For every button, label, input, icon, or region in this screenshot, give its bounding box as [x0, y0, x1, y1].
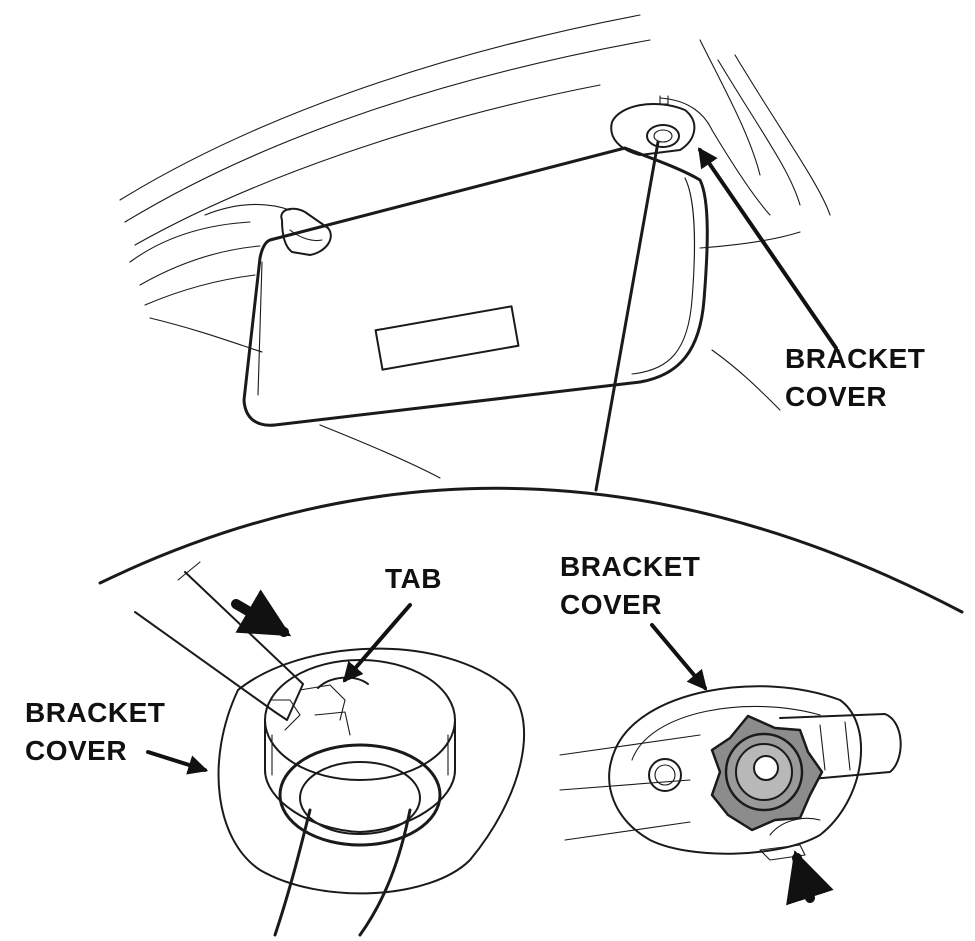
- tab-label: TAB: [385, 563, 442, 594]
- top-bracket-cover-label-line2: COVER: [785, 381, 887, 412]
- center-bracket-cover-label-line2: COVER: [560, 589, 662, 620]
- cover-push-arrow: [786, 850, 834, 906]
- callout-leader-line: [594, 140, 660, 492]
- tool-push-arrow: [231, 589, 292, 637]
- top-bracket-cover-arrow: [698, 147, 838, 350]
- visor-pivot-knob: [710, 714, 824, 832]
- vanity-mirror-cover: [374, 305, 520, 371]
- tab-arrow: [342, 603, 412, 683]
- detail-view-boundary: [98, 486, 964, 614]
- sun-visor: [242, 146, 709, 427]
- right-detail-bracket: [559, 685, 902, 861]
- left-detail-bracket: [217, 647, 526, 937]
- left-bracket-cover-arrow: [146, 750, 209, 775]
- top-bracket-cover-label: BRACKET: [785, 343, 925, 374]
- left-bracket-cover-label-line2: COVER: [25, 735, 127, 766]
- visor-bracket: [610, 95, 696, 156]
- headliner-outline: [119, 14, 831, 479]
- visor-clip: [280, 207, 332, 256]
- center-bracket-cover-label: BRACKET: [560, 551, 700, 582]
- center-bracket-cover-arrow: [650, 623, 708, 691]
- left-bracket-cover-label: BRACKET: [25, 697, 165, 728]
